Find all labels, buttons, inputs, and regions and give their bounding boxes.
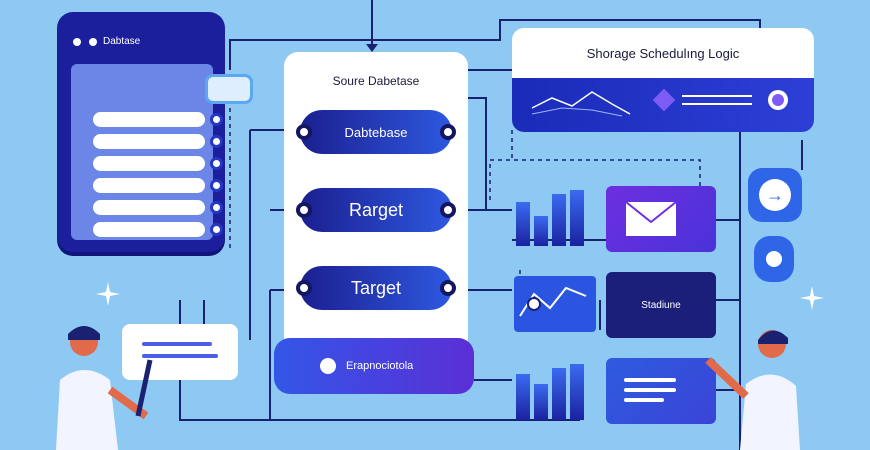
sparkle-icon bbox=[96, 282, 120, 306]
database-tab[interactable] bbox=[205, 74, 253, 104]
row-knob bbox=[210, 157, 223, 170]
document-line bbox=[624, 378, 676, 382]
input-port[interactable] bbox=[296, 202, 312, 218]
row-knob bbox=[210, 113, 223, 126]
person-left-illustration bbox=[56, 326, 153, 450]
input-port[interactable] bbox=[296, 124, 312, 140]
bar bbox=[570, 190, 584, 246]
database-row[interactable] bbox=[93, 156, 223, 171]
schedule-card-label: Stadiune bbox=[641, 299, 681, 311]
line-chart-icon bbox=[519, 286, 587, 317]
chat-bubble bbox=[122, 324, 238, 380]
bar bbox=[552, 194, 566, 246]
toggle-knob bbox=[766, 251, 782, 267]
bar-chart-panel bbox=[514, 190, 596, 246]
arrow-right-icon: → bbox=[759, 179, 791, 211]
sparkle-icon bbox=[800, 286, 824, 310]
bar bbox=[516, 202, 530, 246]
bottom-pill-label: Erapnociotola bbox=[346, 360, 414, 372]
person-right-illustration bbox=[705, 330, 800, 450]
database-screen bbox=[71, 64, 223, 240]
database-panel-title: Dabtase bbox=[103, 36, 141, 47]
bar-chart-panel bbox=[514, 364, 596, 420]
logic-card-title: Shorage Schedulıng Logic bbox=[586, 45, 740, 61]
mail-card[interactable] bbox=[606, 186, 716, 252]
database-row[interactable] bbox=[93, 200, 223, 215]
database-row[interactable] bbox=[93, 222, 223, 237]
mail-icon bbox=[625, 201, 677, 236]
database-panel: Dabtase bbox=[57, 12, 253, 252]
window-dot bbox=[73, 38, 81, 46]
bar bbox=[570, 364, 584, 420]
input-port[interactable] bbox=[296, 280, 312, 296]
database-row[interactable] bbox=[93, 112, 223, 127]
node-target[interactable]: Target bbox=[296, 266, 456, 310]
schedule-card[interactable]: Stadiune bbox=[606, 272, 716, 338]
row-knob bbox=[210, 179, 223, 192]
scheduling-logic-card: Shorage Schedulıng Logic bbox=[512, 28, 814, 132]
node-database[interactable]: Dabtebase bbox=[296, 110, 456, 154]
window-dot bbox=[89, 38, 97, 46]
node-label: Dabtebase bbox=[344, 124, 408, 140]
bubble-line bbox=[142, 342, 212, 346]
bubble-line bbox=[142, 354, 218, 358]
bar bbox=[534, 384, 548, 420]
bottom-action-pill[interactable]: Erapnociotola bbox=[274, 338, 474, 394]
output-port[interactable] bbox=[440, 124, 456, 140]
output-port[interactable] bbox=[440, 202, 456, 218]
row-knob bbox=[210, 135, 223, 148]
pill-dot bbox=[320, 358, 336, 374]
logic-card-body bbox=[512, 78, 814, 132]
node-rarget[interactable]: Rarget bbox=[296, 188, 456, 232]
next-button[interactable]: → bbox=[748, 168, 802, 222]
database-row[interactable] bbox=[93, 178, 223, 193]
node-label: Rarget bbox=[348, 199, 404, 220]
line-chart-icon bbox=[531, 88, 788, 117]
node-label: Target bbox=[350, 277, 402, 298]
document-line bbox=[624, 388, 676, 392]
database-row[interactable] bbox=[93, 134, 223, 149]
document-line bbox=[624, 398, 664, 402]
source-database-card: Soure Dabetase Dabtebase Rarget Target bbox=[284, 52, 468, 352]
source-database-title: Soure Dabetase bbox=[332, 74, 420, 88]
bar bbox=[552, 368, 566, 420]
toggle-switch[interactable] bbox=[754, 236, 794, 282]
bar bbox=[534, 216, 548, 246]
window-dots bbox=[73, 38, 97, 46]
bar bbox=[516, 374, 530, 420]
row-knob bbox=[210, 201, 223, 214]
document-card[interactable] bbox=[606, 358, 716, 424]
line-chart-panel bbox=[514, 276, 596, 332]
output-port[interactable] bbox=[440, 280, 456, 296]
row-knob bbox=[210, 223, 223, 236]
